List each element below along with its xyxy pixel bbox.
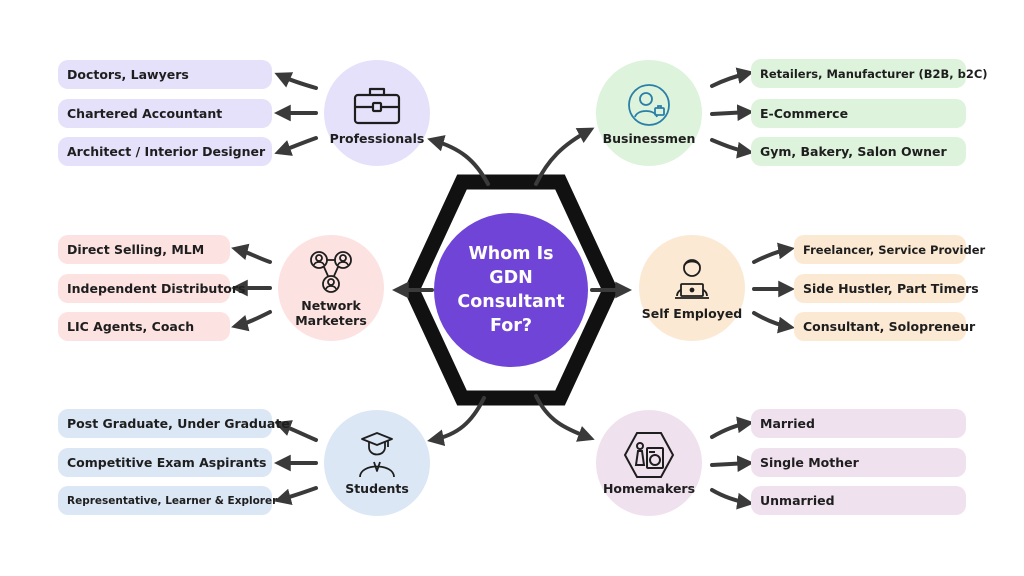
category-label: Professionals (329, 130, 425, 146)
businessman-icon (628, 83, 670, 126)
homemakers-item-1: Married (751, 409, 966, 438)
center-title: Whom Is GDN Consultant For? (457, 244, 565, 336)
students-item-2: Competitive Exam Aspirants (58, 448, 272, 477)
homemakers-item-2: Single Mother (751, 448, 966, 477)
arrow-businessmen-2 (710, 104, 755, 122)
graduate-icon (359, 431, 395, 477)
category-homemakers: Homemakers (596, 410, 702, 516)
businessmen-item-1: Retailers, Manufacturer (B2B, b2C) (751, 59, 988, 88)
arrow-professionals-1 (274, 72, 318, 90)
arrow-self-employed-1 (752, 242, 795, 264)
people-network-icon (310, 251, 352, 293)
category-label: Students (345, 480, 409, 496)
homemakers-item-3: Unmarried (751, 486, 966, 515)
homemaker-washing-machine-icon (623, 431, 675, 478)
arrow-homemakers-2 (710, 455, 755, 473)
professionals-item-2: Chartered Accountant (58, 99, 272, 128)
professionals-item-3: Architect / Interior Designer (58, 137, 272, 166)
person-laptop-icon (675, 258, 709, 299)
category-businessmen: Businessmen (596, 60, 702, 166)
students-item-1: Post Graduate, Under Graduate (58, 409, 290, 438)
network-item-2: Independent Distributors (58, 274, 246, 303)
self-employed-item-1: Freelancer, Service Provider (794, 235, 985, 264)
arrow-to-homemakers (534, 394, 595, 442)
arrow-to-students (427, 396, 486, 447)
arrow-homemakers-3 (710, 488, 754, 510)
network-item-1: Direct Selling, MLM (58, 235, 230, 264)
center-hub: Whom Is GDN Consultant For? (434, 213, 588, 367)
category-network-marketers: Network Marketers (278, 235, 384, 341)
category-label: Businessmen (602, 130, 696, 146)
arrow-businessmen-3 (710, 138, 754, 159)
category-professionals: Professionals (324, 60, 430, 166)
businessmen-item-2: E-Commerce (751, 99, 966, 128)
network-item-3: LIC Agents, Coach (58, 312, 230, 341)
arrow-students-3 (274, 486, 318, 506)
category-label: Self Employed (641, 305, 743, 321)
arrow-network-1 (231, 243, 272, 264)
students-item-3: Representative, Learner & Explorer (58, 486, 277, 515)
arrow-businessmen-1 (710, 67, 754, 88)
briefcase-icon (353, 87, 401, 124)
arrow-network-3 (231, 310, 272, 332)
category-label-line2: Marketers (295, 313, 367, 328)
arrow-professionals-3 (274, 136, 318, 156)
arrow-to-businessmen (534, 127, 595, 186)
arrow-students-1 (274, 420, 318, 442)
self-employed-item-3: Consultant, Solopreneur (794, 312, 975, 341)
professionals-item-1: Doctors, Lawyers (58, 60, 272, 89)
self-employed-item-2: Side Hustler, Part Timers (794, 274, 979, 303)
arrow-homemakers-1 (710, 416, 754, 439)
arrow-self-employed-3 (752, 311, 795, 334)
arrow-to-professionals (427, 135, 490, 186)
category-label: Homemakers (602, 480, 696, 496)
businessmen-item-3: Gym, Bakery, Salon Owner (751, 137, 966, 166)
category-students: Students (324, 410, 430, 516)
category-self-employed: Self Employed (639, 235, 745, 341)
category-label-line1: Network (301, 298, 361, 313)
